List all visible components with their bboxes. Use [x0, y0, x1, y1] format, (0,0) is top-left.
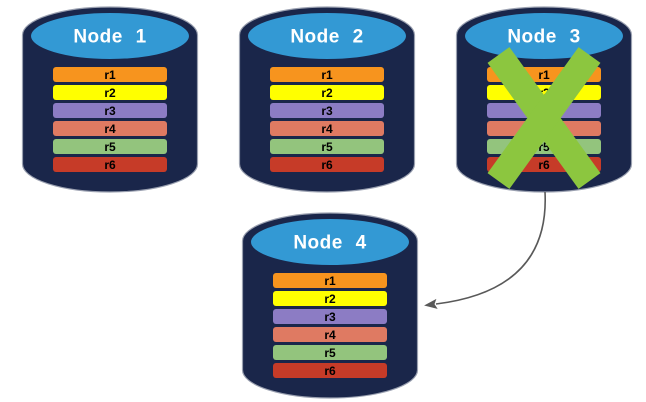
- node-1: Node 1 r1 r2 r3 r4 r5 r6: [21, 6, 199, 193]
- node-2-row-r5-label: r5: [321, 140, 333, 154]
- node-2-row-r4: [270, 121, 384, 136]
- node-2-row-r2-label: r2: [321, 86, 333, 100]
- node-1-row-r1-label: r1: [104, 68, 116, 82]
- node-1-cylinder-top: [29, 11, 191, 61]
- node-3-label: Node 3: [507, 27, 580, 48]
- node-4-row-r3: [273, 309, 387, 324]
- node-1-row-r5-label: r5: [104, 140, 116, 154]
- node-3-row-r2-label: r2: [538, 86, 550, 100]
- node-4-row-r6-label: r6: [324, 364, 336, 378]
- node-1-row-r3-label: r3: [104, 104, 116, 118]
- node-1-row-r5: [53, 139, 167, 154]
- node-4-row-r5-label: r5: [324, 346, 336, 360]
- node-1-label: Node 1: [73, 27, 146, 48]
- node-2-cylinder-top: [246, 11, 408, 61]
- node-4-row-r1: [273, 273, 387, 288]
- node-1-row-r6-label: r6: [104, 158, 116, 172]
- node-2-row-r6-label: r6: [321, 158, 333, 172]
- node-4-row-r3-label: r3: [324, 310, 336, 324]
- node-3-row-r6-label: r6: [538, 158, 550, 172]
- node-2-row-r2: [270, 85, 384, 100]
- node-2-row-r5: [270, 139, 384, 154]
- node-2-row-r4-label: r4: [321, 122, 333, 136]
- node-1-row-r2-label: r2: [104, 86, 116, 100]
- node-4-row-r2-label: r2: [324, 292, 336, 306]
- node-1-row-r4-label: r4: [104, 122, 116, 136]
- node-4: Node 4 r1 r2 r3 r4 r5 r6: [241, 212, 419, 399]
- node-1-row-r1: [53, 67, 167, 82]
- failover-arrow: [424, 191, 546, 309]
- node-4-row-r5: [273, 345, 387, 360]
- node-1-row-r4: [53, 121, 167, 136]
- node-3-row-r1-label: r1: [538, 68, 550, 82]
- node-2-row-r1-label: r1: [321, 68, 333, 82]
- node-2-row-r6: [270, 157, 384, 172]
- node-2-row-r1: [270, 67, 384, 82]
- node-4-cylinder-top: [249, 217, 411, 267]
- node-3-cylinder-top: [463, 11, 625, 61]
- node-1-row-r6: [53, 157, 167, 172]
- node-4-label: Node 4: [293, 233, 366, 254]
- node-3-row-r5-label: r5: [538, 140, 550, 154]
- node-4-row-r2: [273, 291, 387, 306]
- node-2: Node 2 r1 r2 r3 r4 r5 r6: [238, 6, 416, 193]
- node-2-row-r3: [270, 103, 384, 118]
- node-2-label: Node 2: [290, 27, 363, 48]
- node-4-row-r4-label: r4: [324, 328, 336, 342]
- node-3: Node 3r1r2r3r4r5r6: [455, 6, 633, 193]
- failure-x-icon: [487, 47, 601, 189]
- node-1-row-r3: [53, 103, 167, 118]
- node-4-row-r4: [273, 327, 387, 342]
- node-4-row-r1-label: r1: [324, 274, 336, 288]
- node-2-row-r3-label: r3: [321, 104, 333, 118]
- node-4-row-r6: [273, 363, 387, 378]
- node-1-row-r2: [53, 85, 167, 100]
